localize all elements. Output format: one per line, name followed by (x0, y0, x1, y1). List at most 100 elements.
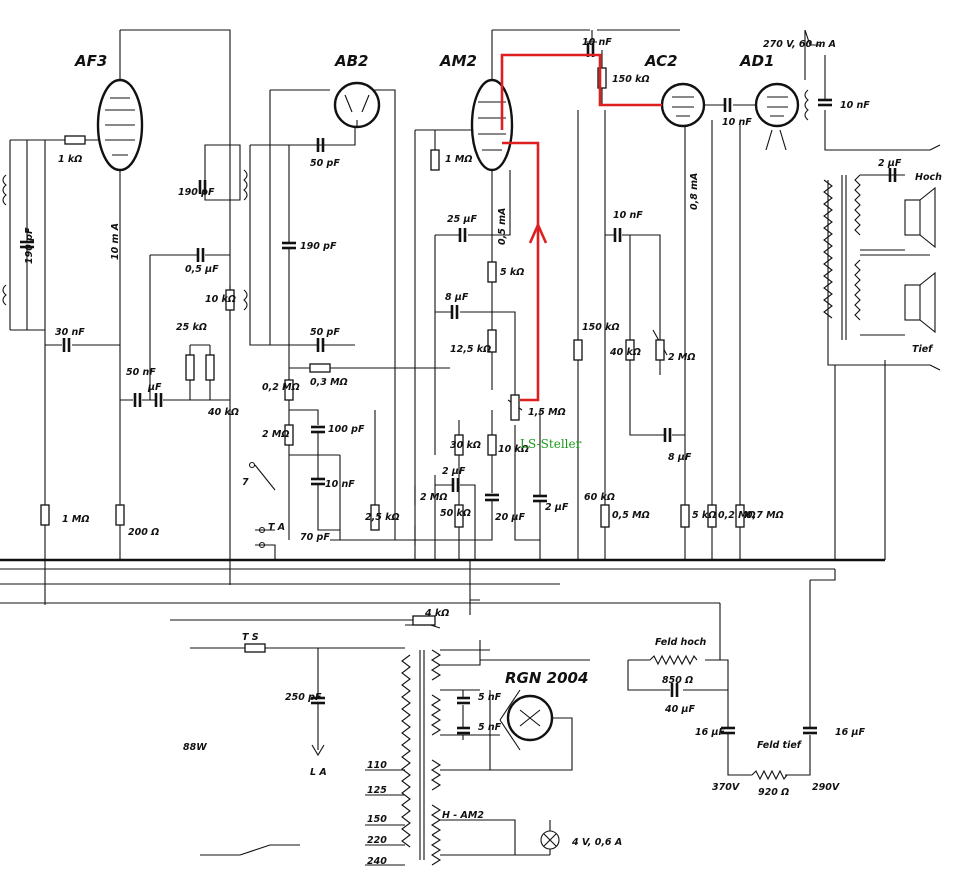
am2-1m-label: 1 MΩ (445, 154, 472, 165)
ac2-150k-v-label: 150 kΩ (582, 322, 620, 333)
ad1-10nf-label: 10 nF (840, 100, 870, 111)
ab2-10nf-label: 10 nF (325, 479, 355, 490)
supply-250pf-label: 250 pF (285, 692, 322, 703)
bus-lines (0, 558, 885, 621)
am2-tube (470, 78, 514, 172)
speaker-tief-label: Tief (912, 344, 934, 355)
ac2-10nf-label: 10 nF (613, 210, 643, 221)
speaker-hoch-label: Hoch (915, 172, 942, 183)
ac2-07m-label: 0,7 MΩ (746, 510, 784, 521)
af3-10k-label: 10 kΩ (205, 294, 236, 305)
af3-1k-label: 1 kΩ (58, 154, 82, 165)
supply-290v-label: 290V (812, 782, 840, 793)
am2-125k-label: 12,5 kΩ (450, 344, 491, 355)
ad1-rating-label: 270 V, 60 m A (763, 39, 836, 50)
lamp-label: 4 V, 0,6 A (571, 837, 622, 848)
ac2-2m-label: 2 MΩ (668, 352, 695, 363)
ac2-150k-label: 150 kΩ (612, 74, 650, 85)
la-label: L A (310, 767, 327, 778)
am2-5k-label: 5 kΩ (500, 267, 524, 278)
ab2-190pf-label: 190 pF (300, 241, 337, 252)
ab2-100pf-label: 100 pF (328, 424, 365, 435)
field-hoch-r-label: 850 Ω (662, 675, 693, 686)
af3-190pf-tr-label: 190 pF (178, 187, 215, 198)
supply-40uf-label: 40 µF (664, 704, 696, 715)
arrow-up (528, 221, 548, 244)
spk-2uf-label: 2 µF (878, 158, 902, 169)
added-wire-am2-ac2 (500, 53, 662, 130)
tap-240-label: 240 (367, 856, 387, 867)
af3-50nf-label: 50 nF (126, 367, 156, 378)
ac2-10nf-ad-label: 10 nF (722, 117, 752, 128)
ab2-section: AB2 50 pF 190 pF 50 pF 0,2 MΩ 0,3 MΩ 2 M… (242, 52, 450, 560)
ac2-05m-label: 0,5 MΩ (612, 510, 650, 521)
af3-current-label: 10 m A (110, 223, 121, 260)
tap-150-label: 150 (367, 814, 387, 825)
am2-8uf-label: 8 µF (445, 292, 469, 303)
rgn-label: RGN 2004 (505, 669, 588, 687)
ab2-25k-label: 2,5 kΩ (365, 512, 400, 523)
field-tief-r-label: 920 Ω (758, 787, 789, 798)
am2-30k-label: 30 kΩ (450, 440, 481, 451)
am2-25uf-label: 25 µF (447, 214, 478, 225)
ab2-50pf-label: 50 pF (310, 327, 340, 338)
af3-200-label: 200 Ω (128, 527, 159, 538)
ac2-10nf-top-label: 10 nF (582, 37, 612, 48)
am2-label: AM2 (439, 52, 477, 70)
ac2-40k-label: 40 kΩ (609, 347, 641, 358)
ac2-tube (660, 82, 706, 128)
switch-7-label: 7 (242, 477, 249, 488)
ac2-section: AC2 10 nF 150 kΩ 150 kΩ 10 nF 0,8 mA 10 … (573, 29, 784, 560)
am2-05ma-label: 0,5 mA (497, 208, 508, 245)
ac2-8uf-label: 8 µF (668, 452, 692, 463)
ls-steller-label: LS-Steller (520, 437, 582, 451)
af3-section: AF3 1 kΩ 190 pF 10 m A 30 nF 1 MΩ 50 nF … (2, 29, 248, 605)
am2-2uf-b-label: 2 µF (545, 502, 569, 513)
ac2-02m-label: 0,2 MΩ (718, 510, 756, 521)
ab2-label: AB2 (334, 52, 368, 70)
am2-2uf-label: 2 µF (442, 466, 466, 477)
field-tief-label: Feld tief (757, 740, 803, 751)
ab2-2m-label: 2 MΩ (262, 429, 289, 440)
af3-40k-label: 40 kΩ (207, 407, 239, 418)
af3-label: AF3 (74, 52, 107, 70)
am2-2m-label: 2 MΩ (420, 492, 447, 503)
power-supply-section: RGN 2004 T S 250 pF L A 88W 110 125 150 … (183, 569, 866, 867)
ab2-50pf-top-label: 50 pF (310, 158, 340, 169)
af3-30nf-label: 30 nF (55, 327, 85, 338)
af3-1m-label: 1 MΩ (62, 514, 89, 525)
ac2-5k-label: 5 kΩ (692, 510, 716, 521)
supply-4k-label: 4 kΩ (424, 608, 449, 619)
ac2-08ma-label: 0,8 mA (689, 173, 700, 210)
af3-uf-label: µF (147, 382, 162, 393)
supply-16uf-a-label: 16 µF (695, 727, 726, 738)
am2-pot-label: 1,5 MΩ (528, 407, 566, 418)
ts-label: T S (242, 632, 259, 643)
added-wire-feedback (502, 141, 540, 402)
af3-25k-label: 25 kΩ (176, 322, 207, 333)
af3-05uf-label: 0,5 µF (185, 264, 219, 275)
am2-20uf-label: 20 µF (495, 512, 526, 523)
supply-370v-label: 370V (712, 782, 740, 793)
am2-50k-label: 50 kΩ (440, 508, 471, 519)
field-hoch-label: Feld hoch (655, 637, 706, 648)
tap-125-label: 125 (367, 785, 387, 796)
ab2-03m-label: 0,3 MΩ (310, 377, 348, 388)
ab2-70pf-label: 70 pF (300, 532, 330, 543)
tap-220-label: 220 (367, 835, 387, 846)
am2-10k-label: 10 kΩ (498, 444, 529, 455)
ac2-label: AC2 (644, 52, 678, 70)
tap-110-label: 110 (367, 760, 387, 771)
modification-overlay: LS-Steller (500, 53, 662, 451)
supply-5nf-b-label: 5 nF (478, 722, 502, 733)
ad1-label: AD1 (739, 52, 775, 70)
mains-power-label: 88W (183, 742, 207, 753)
af3-190pf-label: 190 pF (24, 227, 35, 264)
supply-16uf-b-label: 16 µF (835, 727, 866, 738)
ta-label: T A (268, 522, 285, 533)
heater-label: H - AM2 (442, 810, 484, 821)
ac2-60k-label: 60 kΩ (584, 492, 615, 503)
ad1-tube (754, 82, 800, 128)
supply-5nf-a-label: 5 nF (478, 692, 502, 703)
